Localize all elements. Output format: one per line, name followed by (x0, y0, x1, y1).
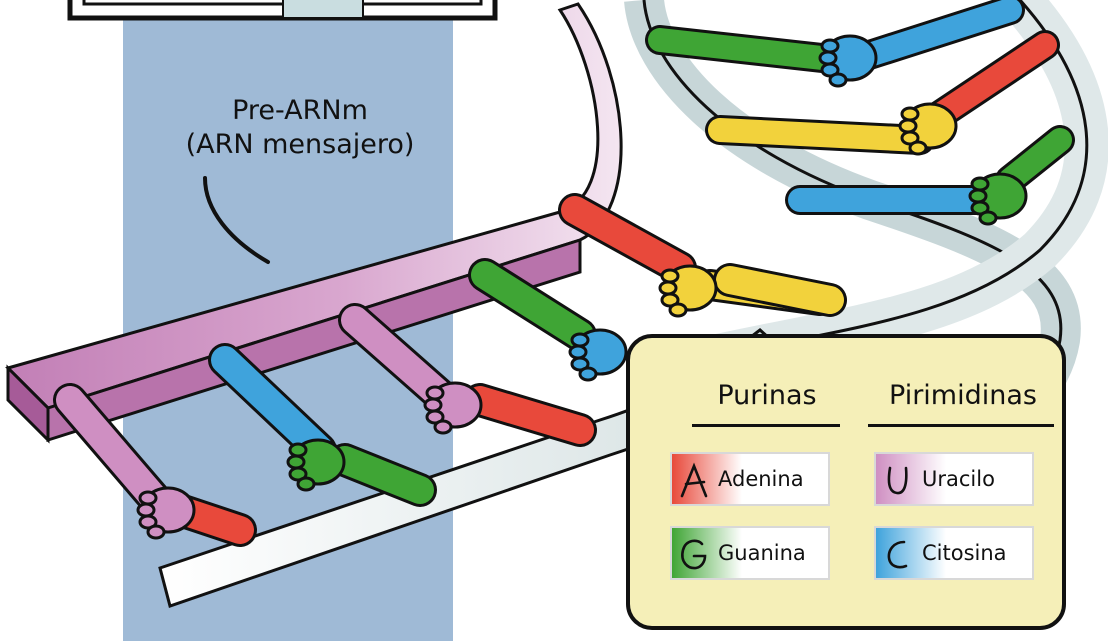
uracil-label: Uracilo (922, 467, 995, 491)
legend-chip-guanine: Guanina (670, 526, 830, 580)
cytosine-label: Citosina (922, 541, 1007, 565)
cytosine-letter-icon (882, 536, 914, 572)
guanine-label: Guanina (718, 541, 806, 565)
uracil-letter-icon (882, 462, 914, 498)
adenine-label: Adenina (718, 467, 804, 491)
pre-mrna-subtitle: (ARN mensajero) (150, 128, 450, 162)
pre-mrna-label: Pre-ARNm (ARN mensajero) (150, 94, 450, 162)
legend-chip-uracil: Uracilo (874, 452, 1034, 506)
adenine-letter-icon (678, 462, 710, 498)
legend-chip-cytosine: Citosina (874, 526, 1034, 580)
legend-chip-adenine: Adenina (670, 452, 830, 506)
purines-title: Purinas (692, 380, 842, 411)
pre-mrna-title: Pre-ARNm (150, 94, 450, 128)
pyrimidines-rule (868, 424, 1054, 427)
purines-rule (692, 424, 840, 427)
pyrimidines-title: Pirimidinas (868, 380, 1058, 411)
guanine-letter-icon (678, 536, 710, 572)
nucleobase-legend: Purinas Pirimidinas Adenina Guanina Urac… (626, 334, 1066, 630)
frame-fragment (70, 0, 495, 18)
